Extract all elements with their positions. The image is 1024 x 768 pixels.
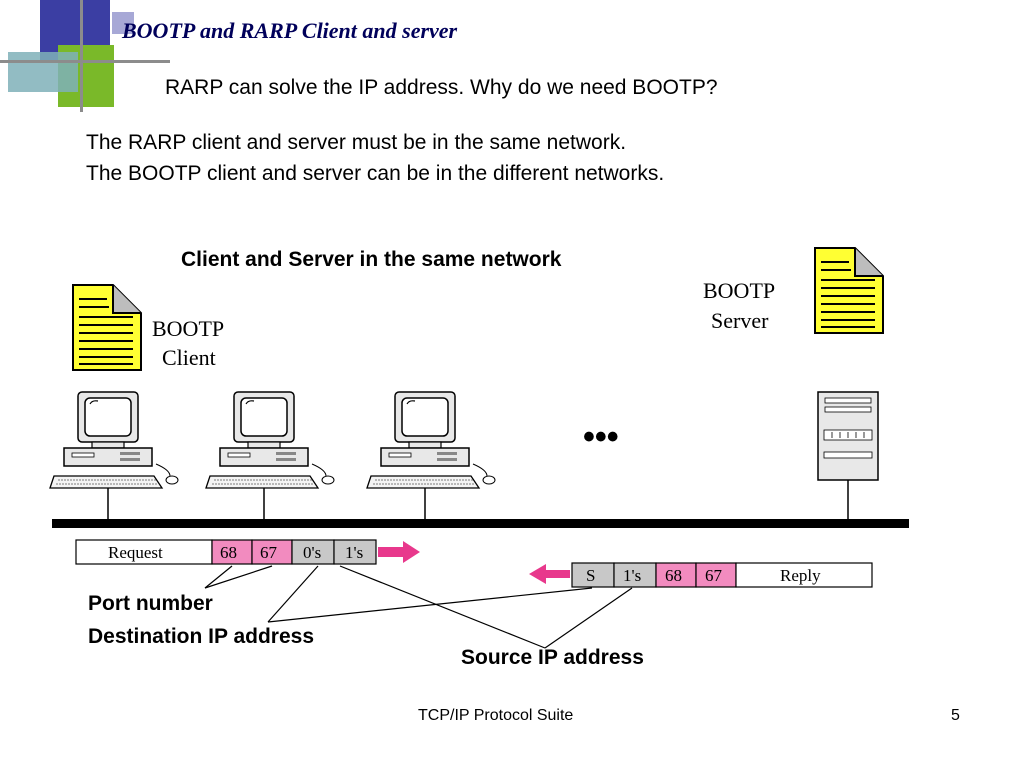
request-field-label: Request	[108, 543, 163, 562]
request-field-src-port: 68	[220, 543, 237, 562]
reply-packet: S 1's 68 67 Reply	[529, 562, 873, 588]
footer-text: TCP/IP Protocol Suite	[418, 707, 574, 724]
request-field-dst-port: 67	[260, 543, 278, 562]
reply-field-label: Reply	[780, 566, 821, 585]
server-label-line1: BOOTP	[703, 278, 775, 303]
reply-direction-arrow	[529, 564, 570, 584]
network-diagram: BOOTP Client BOOTP Server ••• Req	[49, 247, 909, 669]
source-ip-annotation: Source IP address	[461, 646, 644, 669]
reply-field-src-ip: S	[586, 566, 595, 585]
corner-decoration	[0, 0, 170, 112]
reply-field-dst-ip: 1's	[623, 566, 641, 585]
reply-field-src-port: 68	[665, 566, 682, 585]
server-document-icon	[814, 247, 884, 334]
slide-title: BOOTP and RARP Client and server	[122, 18, 458, 43]
reply-field-dst-port: 67	[705, 566, 723, 585]
server-computer-icon	[817, 391, 879, 481]
slide-subtitle: RARP can solve the IP address. Why do we…	[165, 76, 718, 99]
client-label-line2: Client	[162, 345, 216, 370]
client-label-line1: BOOTP	[152, 316, 224, 341]
page-number: 5	[951, 707, 960, 724]
network-bus	[52, 519, 909, 528]
network-drop-lines	[107, 480, 849, 522]
request-packet: Request 68 67 0's 1's	[75, 539, 420, 565]
client-document-icon	[72, 284, 142, 371]
request-direction-arrow	[378, 541, 420, 563]
diagram-heading: Client and Server in the same network	[181, 248, 562, 271]
host-computer-icon	[366, 391, 496, 489]
host-computer-icon	[205, 391, 335, 489]
request-field-dst-ip: 1's	[345, 543, 363, 562]
annotation-pointers	[204, 565, 633, 649]
server-label-line2: Server	[711, 308, 769, 333]
body-line-rarp: The RARP client and server must be in th…	[86, 131, 627, 154]
body-line-bootp: The BOOTP client and server can be in th…	[86, 162, 665, 185]
client-computer-icon	[49, 391, 179, 489]
more-hosts-ellipsis: •••	[583, 418, 619, 456]
destination-ip-annotation: Destination IP address	[88, 625, 314, 648]
request-field-src-ip: 0's	[303, 543, 321, 562]
port-number-annotation: Port number	[88, 592, 213, 615]
